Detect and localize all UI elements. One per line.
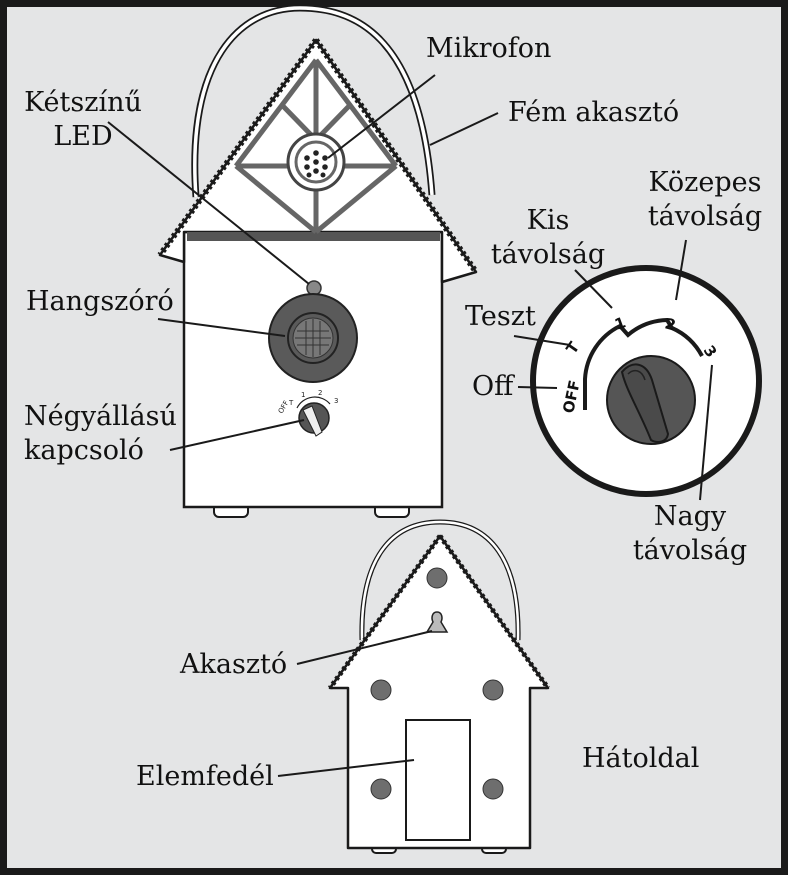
- label-switch-line1: Négyállású: [24, 401, 177, 432]
- label-medium-range-line1: Közepes: [648, 167, 762, 198]
- label-long-range-line1: Nagy: [653, 501, 727, 532]
- dial-closeup: [513, 239, 762, 501]
- gable-band: [187, 232, 440, 241]
- label-battery-cover: Elemfedél: [136, 761, 274, 792]
- label-metal-hanger: Fém akasztó: [508, 97, 680, 128]
- dial-2: 2: [663, 314, 678, 334]
- label-switch-line2: kapcsoló: [24, 435, 144, 466]
- label-bicolor-led-line1: Kétszínű: [24, 87, 142, 118]
- label-bicolor-led-line2: LED: [53, 121, 113, 152]
- small-switch: OFF T 1 2 3: [277, 389, 338, 437]
- label-long-range: Nagy távolság: [628, 500, 752, 568]
- speaker: [268, 293, 358, 383]
- label-short-range: Kis távolság: [488, 204, 608, 272]
- keyhole-hanger: [425, 611, 449, 633]
- back-screw-dots: [370, 567, 504, 800]
- front-device: OFF T 1 2 3: [157, 4, 479, 518]
- label-test: Teszt: [465, 301, 536, 332]
- svg-text:1: 1: [301, 391, 305, 399]
- leader-lines: [107, 74, 499, 777]
- label-bicolor-led: Kétszínű LED: [24, 86, 142, 154]
- svg-text:3: 3: [334, 397, 338, 405]
- roof-shingles-right: [313, 38, 479, 274]
- label-hanger: Akasztó: [180, 649, 288, 680]
- roof-shingles-left: [157, 38, 319, 257]
- microphone: [286, 132, 346, 192]
- back-device: [327, 519, 551, 854]
- label-long-range-line2: távolság: [632, 535, 748, 566]
- battery-cover: [405, 719, 471, 841]
- dial-scale-arc: [583, 317, 704, 398]
- svg-text:T: T: [288, 399, 294, 407]
- back-body: [328, 534, 550, 850]
- label-back-side: Hátoldal: [582, 743, 700, 774]
- label-short-range-line2: távolság: [490, 239, 606, 270]
- label-four-position-switch: Négyállású kapcsoló: [24, 400, 177, 468]
- svg-text:2: 2: [318, 389, 322, 397]
- label-short-range-line1: Kis: [526, 205, 570, 236]
- dial-leaders: [513, 239, 713, 501]
- label-speaker: Hangszóró: [26, 286, 174, 317]
- dial-knob-lever: [620, 363, 670, 443]
- label-off: Off: [472, 371, 514, 402]
- label-mikrofon: Mikrofon: [426, 33, 552, 64]
- label-medium-range-line2: távolság: [647, 201, 763, 232]
- label-medium-range: Közepes távolság: [640, 166, 770, 234]
